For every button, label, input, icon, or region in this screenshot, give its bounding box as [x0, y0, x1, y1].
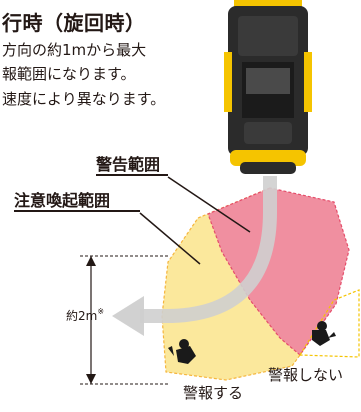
- dimension-value: 約2m: [66, 309, 98, 323]
- warning-zone-label: 警告範囲: [96, 155, 161, 174]
- alarm-on-label: 警報する: [183, 384, 244, 402]
- warning-zone: [207, 187, 350, 356]
- dimension-note-mark: ※: [97, 307, 105, 316]
- description-line-3: 速度により異なります。: [2, 90, 166, 108]
- person-icon: [168, 339, 196, 364]
- no-alarm-zone-outline: [298, 289, 360, 358]
- warning-leader-line: [167, 176, 251, 233]
- turn-arrow-icon: [140, 176, 277, 323]
- description-line-1: 方向の約1mから最大: [2, 41, 147, 59]
- turn-arrow-head: [112, 296, 144, 336]
- dimension-arrow-top: [86, 256, 96, 266]
- person-icon: [312, 321, 336, 346]
- forklift-vehicle-icon: [224, 0, 312, 174]
- caution-leader-line: [139, 212, 201, 265]
- dimension-arrow-bottom: [86, 374, 96, 384]
- caution-label-underline: [14, 210, 140, 212]
- alarm-off-label: 警報しない: [268, 366, 344, 384]
- dimension-label: 約2m※: [66, 307, 104, 324]
- description-line-2: 報範囲になります。: [2, 65, 136, 83]
- section-heading: 行時（旋回時）: [2, 11, 146, 35]
- caution-zone-label: 注意喚起範囲: [14, 191, 111, 210]
- warning-label-underline: [96, 174, 168, 176]
